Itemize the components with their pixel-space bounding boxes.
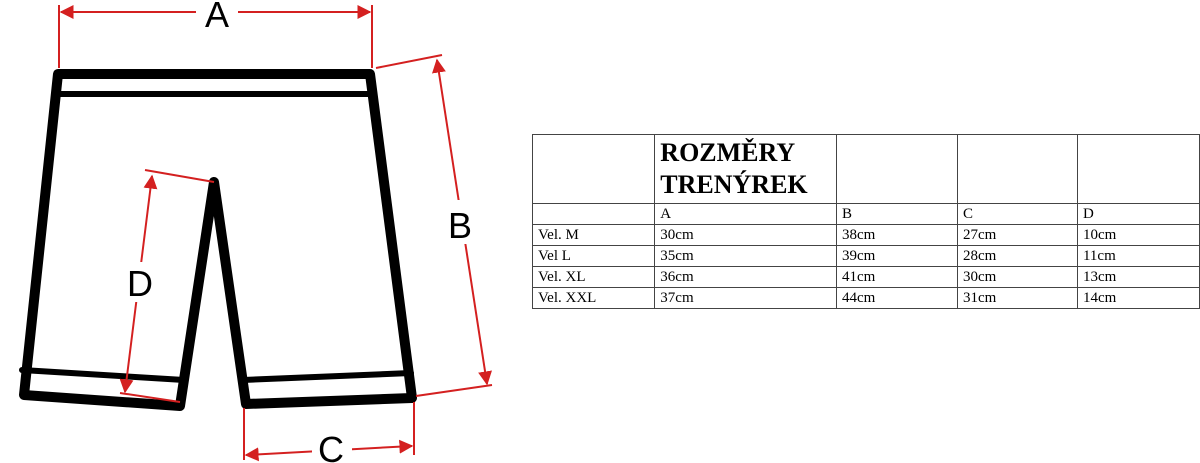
column-header: [531, 203, 656, 225]
dimension-label-a: A: [205, 0, 229, 35]
shorts-body: [19, 69, 417, 411]
table-cell: Vel. M: [531, 224, 656, 246]
table-empty-cell: [956, 134, 1078, 204]
table-cell: 35cm: [654, 245, 837, 267]
table-cell: Vel. XXL: [531, 287, 656, 309]
column-header: A: [654, 203, 837, 225]
extension-line-d-top: [144, 169, 215, 183]
table-row: Vel. XXL 37cm 44cm 31cm 14cm: [531, 287, 1200, 309]
shorts-diagram: A B C D: [19, 0, 493, 463]
table-cell: 37cm: [654, 287, 837, 309]
shorts-outline: [19, 69, 417, 411]
table-row: Vel. M 30cm 38cm 27cm 10cm: [531, 224, 1200, 246]
extension-line-b-top: [375, 54, 443, 69]
label-backgrounds: [120, 0, 476, 463]
table-cell: 41cm: [835, 266, 958, 288]
table-cell: 10cm: [1076, 224, 1200, 246]
table-row: Vel. XL 36cm 41cm 30cm 13cm: [531, 266, 1200, 288]
extension-line-b-bottom: [415, 384, 493, 397]
table-cell: 36cm: [654, 266, 837, 288]
dimension-label-b: B: [448, 205, 472, 246]
table-cell: 27cm: [956, 224, 1078, 246]
table-empty-cell: [835, 134, 958, 204]
column-header: D: [1076, 203, 1200, 225]
column-header: C: [956, 203, 1078, 225]
table-cell: 39cm: [835, 245, 958, 267]
table-title-row: ROZMĚRY TRENÝREK: [531, 134, 1200, 204]
table-row: Vel L 35cm 39cm 28cm 11cm: [531, 245, 1200, 267]
table-corner-cell: [531, 134, 656, 204]
table-cell: 30cm: [654, 224, 837, 246]
table-empty-cell: [1076, 134, 1200, 204]
column-header: B: [835, 203, 958, 225]
table-cell: Vel. XL: [531, 266, 656, 288]
table-cell: 30cm: [956, 266, 1078, 288]
dimension-label-d: D: [127, 263, 153, 304]
table-cell: 11cm: [1076, 245, 1200, 267]
extension-line-d-bottom: [119, 392, 181, 403]
size-table: ROZMĚRY TRENÝREK A B C D Vel. M 30cm 38cm…: [531, 134, 1200, 309]
table-title: ROZMĚRY TRENÝREK: [654, 134, 837, 204]
table-header-row: A B C D: [531, 203, 1200, 225]
table-cell: Vel L: [531, 245, 656, 267]
dimension-label-c: C: [318, 429, 344, 463]
table-cell: 31cm: [956, 287, 1078, 309]
table-cell: 38cm: [835, 224, 958, 246]
table-title-line2: TRENÝREK: [660, 170, 808, 199]
table-cell: 44cm: [835, 287, 958, 309]
table-cell: 14cm: [1076, 287, 1200, 309]
table-title-line1: ROZMĚRY: [660, 138, 796, 167]
table-cell: 13cm: [1076, 266, 1200, 288]
table-cell: 28cm: [956, 245, 1078, 267]
right-hem-seam: [240, 370, 414, 383]
